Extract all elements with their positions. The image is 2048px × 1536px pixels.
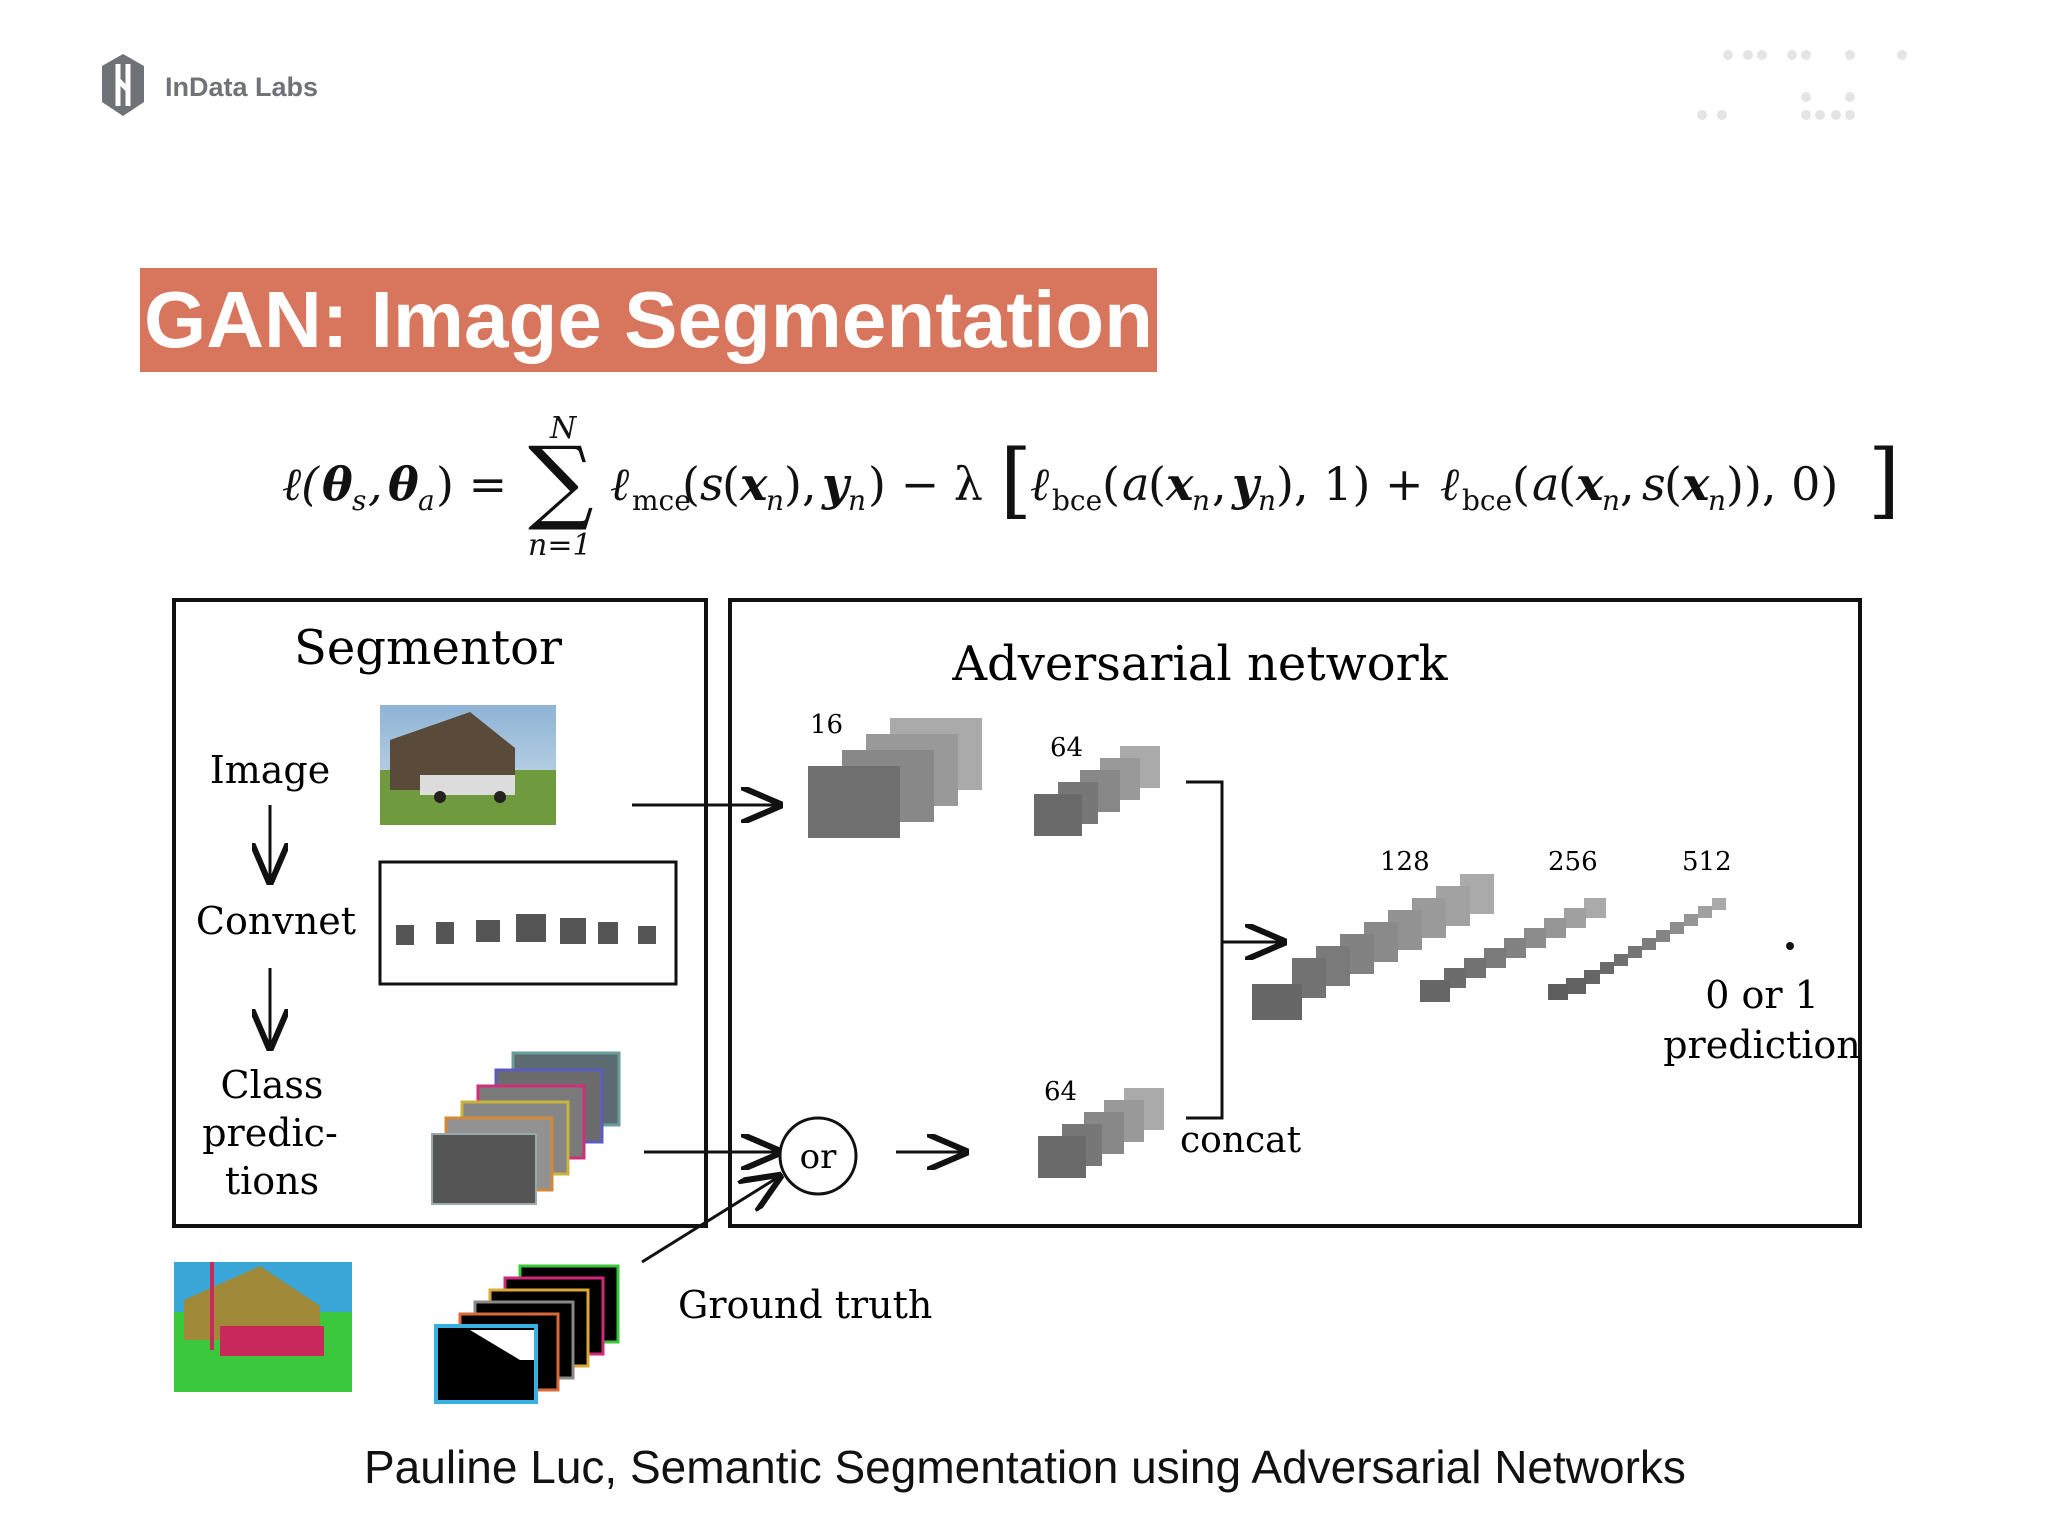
ground-truth-stack [434, 1264, 620, 1404]
svg-text:a: a [1532, 457, 1559, 511]
svg-text:(: ( [682, 457, 700, 511]
channels-512-label: 512 [1682, 847, 1732, 877]
svg-text:x: x [1165, 457, 1194, 511]
segmentor-title: Segmentor [294, 620, 562, 676]
svg-text:y: y [1231, 457, 1262, 511]
svg-text:(: ( [722, 457, 740, 511]
svg-text:a: a [418, 484, 435, 517]
channels-128-label: 128 [1380, 847, 1430, 877]
input-photo [380, 705, 556, 825]
svg-text:), 1) +: ), 1) + [1276, 457, 1424, 511]
convnet-label: Convnet [196, 899, 356, 943]
svg-text:(: ( [1512, 457, 1530, 511]
svg-text:θ: θ [322, 457, 353, 511]
segmentation-label-image [174, 1262, 352, 1392]
svg-text:bce: bce [1052, 484, 1102, 517]
adversarial-box [728, 598, 1862, 1228]
svg-text:[: [ [1000, 433, 1032, 528]
output-line2: prediction [1663, 1023, 1861, 1067]
svg-text:x: x [1575, 457, 1604, 511]
svg-text:,: , [1620, 457, 1635, 511]
convnet-blocks [396, 914, 656, 945]
output-node [1786, 942, 1794, 950]
svg-text:ℓ: ℓ [1030, 457, 1050, 511]
channels-64-top-label: 64 [1050, 733, 1083, 763]
output-line1: 0 or 1 [1705, 973, 1819, 1017]
sum-upper: N [549, 411, 578, 446]
svg-text:mce: mce [632, 484, 691, 517]
block-16 [808, 718, 982, 838]
channels-256-label: 256 [1548, 847, 1598, 877]
svg-text:bce: bce [1462, 484, 1512, 517]
indata-logo-icon [102, 54, 144, 116]
channels-64-bottom-label: 64 [1044, 1077, 1077, 1107]
svg-text:ℓ: ℓ [1440, 457, 1460, 511]
concat-label: concat [1180, 1120, 1302, 1161]
svg-text:s: s [352, 484, 366, 517]
svg-text:x: x [1681, 457, 1710, 511]
svg-text:n: n [766, 484, 784, 517]
svg-text:a: a [1122, 457, 1149, 511]
svg-text:n: n [1258, 484, 1276, 517]
or-node [778, 1116, 858, 1196]
svg-text:n: n [1192, 484, 1210, 517]
image-label: Image [210, 748, 331, 792]
svg-text:) =: ) = [436, 457, 507, 511]
svg-text:(: ( [1664, 457, 1682, 511]
svg-text:n: n [1602, 484, 1620, 517]
segmentor-box [172, 598, 708, 1228]
sum-lower: n=1 [528, 528, 592, 563]
citation: Pauline Luc, Semantic Segmentation using… [364, 1441, 1686, 1493]
class-pred-line1: Class [221, 1063, 324, 1107]
svg-text:]: ] [1868, 433, 1900, 528]
block-64-top [1034, 746, 1160, 836]
svg-text:y: y [821, 457, 852, 511]
svg-text:∑: ∑ [528, 427, 594, 534]
svg-text:)), 0): )), 0) [1726, 457, 1838, 511]
svg-text:,: , [1212, 457, 1227, 511]
ground-truth-label: Ground truth [678, 1283, 932, 1327]
adversarial-title: Adversarial network [951, 636, 1448, 692]
decorative-dots [1697, 50, 1907, 120]
slide-title: GAN: Image Segmentation [140, 268, 1158, 372]
svg-text:) − λ: ) − λ [868, 457, 983, 511]
svg-text:n: n [848, 484, 866, 517]
svg-text:(: ( [1148, 457, 1166, 511]
class-pred-line2: predic- [202, 1111, 338, 1155]
block-128 [1252, 874, 1494, 1020]
block-64-bottom [1038, 1088, 1164, 1178]
brand-name: InData Labs [165, 72, 319, 102]
block-512 [1548, 898, 1726, 1000]
svg-text:θ: θ [388, 457, 419, 511]
block-256 [1420, 898, 1606, 1002]
svg-text:s: s [700, 457, 724, 511]
svg-text:s: s [1642, 457, 1666, 511]
svg-text:n: n [1708, 484, 1726, 517]
svg-text:,: , [368, 457, 383, 511]
class-pred-line3: tions [225, 1159, 319, 1203]
class-predictions-stack [431, 1051, 621, 1205]
loss-formula: ℓ( θ s , θ a ) = N ∑ n=1 ℓ mce ( s ( x n… [282, 411, 1900, 563]
svg-text:(: ( [1102, 457, 1120, 511]
channels-16-label: 16 [810, 710, 843, 740]
svg-text:(: ( [1558, 457, 1576, 511]
or-label: or [800, 1137, 837, 1177]
convnet-box [378, 860, 678, 986]
svg-text:ℓ(: ℓ( [282, 457, 320, 511]
brand-logo [98, 50, 148, 120]
svg-text:),: ), [784, 457, 817, 511]
svg-text:ℓ: ℓ [610, 457, 630, 511]
svg-text:x: x [739, 457, 768, 511]
